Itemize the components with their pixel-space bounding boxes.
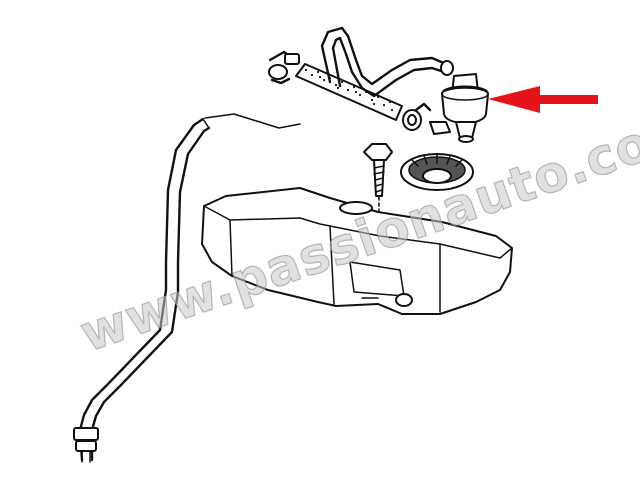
small-clamp (402, 102, 451, 135)
charcoal-filter (441, 73, 489, 143)
perforated-hose (295, 63, 403, 121)
indicator-arrow (488, 86, 598, 113)
rubber-grommet (400, 153, 474, 191)
fuel-tank (201, 187, 513, 315)
hose-clamp (268, 50, 300, 85)
mounting-bolt (363, 143, 393, 231)
breather-pipe (320, 26, 454, 98)
watermark-text: www.passionauto.com (73, 96, 640, 363)
watermark: www.passionauto.com (72, 96, 640, 364)
long-fuel-line (73, 113, 301, 463)
